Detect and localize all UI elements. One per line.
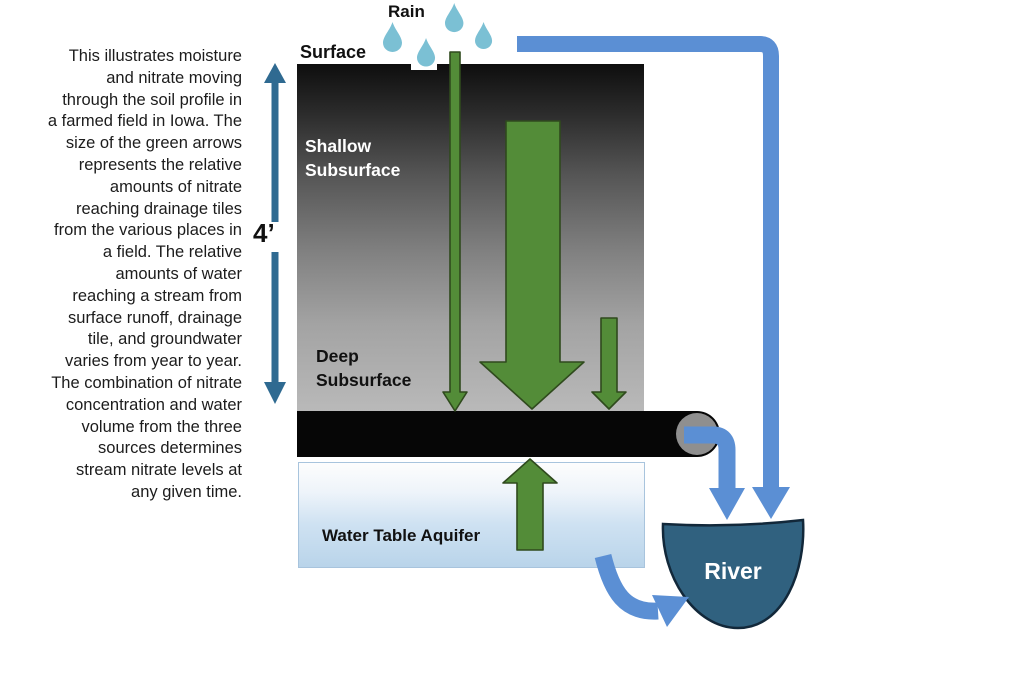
depth-arrow-upper-shaft [271,80,279,222]
tile-outflow-pipe [684,426,745,520]
groundwater-flow-line [594,553,659,620]
depth-arrow-lower-shaft [271,252,279,384]
depth-4ft-label: 4’ [253,218,275,248]
depth-arrow-down-head [264,382,286,404]
depth-measure-arrows [264,63,286,404]
raindrop-icon [445,3,464,33]
rain-droplets [383,3,493,67]
nitrate-arrow-thin-down [442,51,468,412]
surface-runoff-arrowhead [752,487,790,519]
description-text: This illustrates moisture and nitrate mo… [47,47,242,501]
tile-outflow-pipe-line [684,426,736,490]
surface-label: Surface [300,42,367,62]
river-label: River [704,558,762,584]
raindrop-icon [383,22,402,52]
soil-profile-box [297,64,644,411]
surface-runoff-pipe [517,36,790,519]
nitrate-arrow-medium-down [591,317,627,410]
nitrate-arrows [442,51,627,551]
river-shape [661,518,805,630]
tile-outflow-arrowhead [709,488,745,520]
drainage-tile [297,411,720,457]
surface-runoff-pipe-line [517,36,779,489]
groundwater-arrowhead [652,595,689,627]
water-table-aquifer-label: Water Table Aquifer [322,526,481,545]
nitrate-arrow-large-down [479,120,585,410]
water-table-aquifer-box [298,462,645,568]
nitrate-arrow-up-from-aquifer [502,458,558,551]
deep-subsurface-label: Deep Subsurface [316,346,412,390]
raindrop-icon [475,22,493,49]
shallow-subsurface-label: Shallow Subsurface [305,136,401,180]
rain-label: Rain [388,2,425,21]
raindrop-icon [417,38,436,67]
drainage-tile-bar [297,411,697,457]
groundwater-flow-arrow [594,553,689,627]
depth-arrow-up-head [264,63,286,83]
